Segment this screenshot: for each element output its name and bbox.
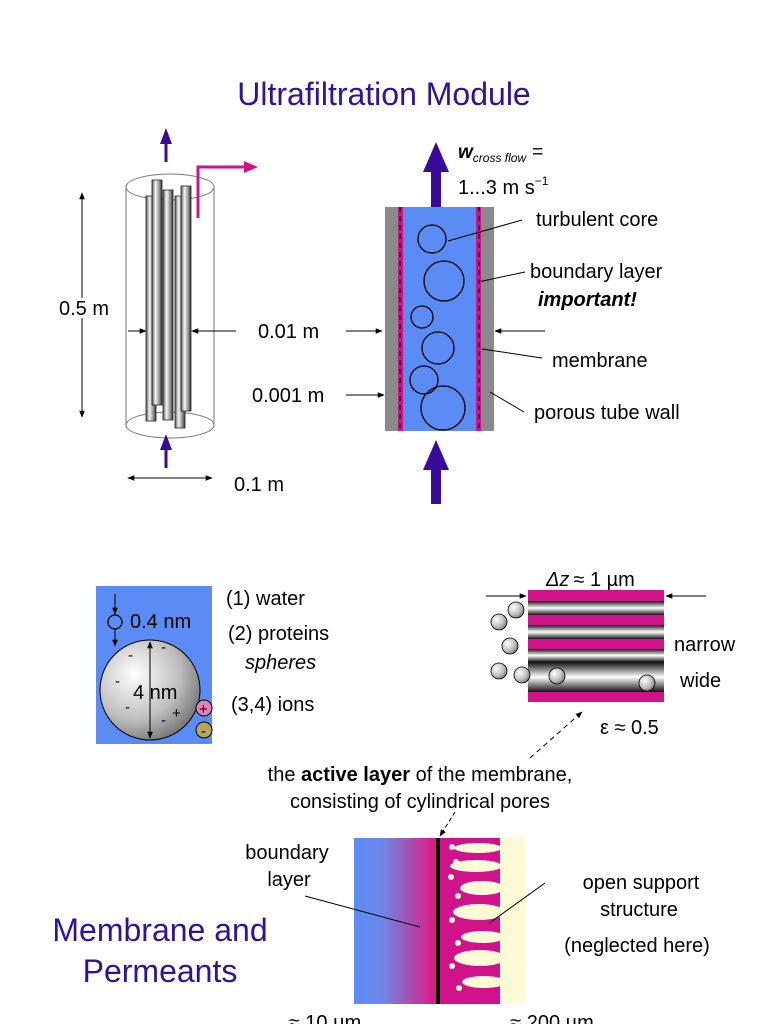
narrow-pore-label: narrow [674,634,736,656]
turbulent-eddies [409,224,466,431]
left-dimension-label: ≈ 10 µm [289,1012,362,1024]
svg-text:-: - [128,647,133,664]
porosity-label: ε ≈ 0.5 [600,717,659,739]
svg-text:-: - [125,699,130,716]
neglected-label: (neglected here) [564,935,710,957]
section-title-1: Membrane and [52,912,267,948]
hollow-fiber-tubes [145,179,192,429]
ion-positive [195,699,213,717]
support-label-2: structure [600,899,678,921]
boundary-layer-label: boundary layer [530,261,663,283]
boundary-label-1: boundary [245,842,328,864]
feed-inlet-arrow [160,434,172,468]
important-label: important! [538,289,637,311]
pore-structure [490,590,664,702]
tube-section [385,207,494,431]
permeant-spheres: spheres [245,652,316,674]
module-cylinder: 0.5 m 0.1 m [56,128,284,496]
page-title: Ultrafiltration Module [237,76,530,112]
velocity-label: wcross flow= [458,142,543,165]
active-layer-caption-2: consisting of cylindrical pores [290,791,550,813]
ion-negative [195,721,213,739]
small-size-label: 0.4 nm [130,611,191,633]
tube-inlet-arrow [423,440,449,504]
section-title-2: Permeants [83,953,238,989]
permeant-ions: (3,4) ions [231,694,314,716]
permeant-water: (1) water [226,588,305,610]
height-label: 0.5 m [59,298,109,320]
support-pores [448,843,506,991]
svg-text:-: - [161,639,166,656]
wide-pore-label: wide [679,670,721,692]
permeate-outlet-arrow [196,161,258,218]
tube-diameter-label: 0.01 m [258,321,319,343]
support-label-1: open support [583,872,700,894]
permeant-spheres-pores [490,601,656,692]
large-size-label: 4 nm [133,682,177,704]
sphere-charges: - - - - - + + - [115,639,208,740]
feed-outlet-arrow [160,128,172,162]
svg-text:+: + [172,705,181,722]
svg-text:-: - [115,673,120,690]
svg-text:-: - [201,723,206,740]
porous-wall-label: porous tube wall [534,402,680,424]
permeant-proteins: (2) proteins [228,623,329,645]
membrane-label: membrane [552,350,648,372]
membrane-section [354,838,525,1004]
detail-link-line [529,711,583,759]
right-dimension-label: ≈ 200 µm [510,1012,594,1024]
wall-thickness-label: 0.001 m [252,385,324,407]
velocity-value: 1...3 m s−1 [458,174,549,199]
dz-label: Δz≈ 1 µm [545,569,635,591]
turbulent-core-label: turbulent core [536,209,658,231]
boundary-label-2: layer [267,869,311,891]
svg-text:+: + [199,701,208,718]
active-layer-caption: the active layer of the membrane, [268,764,573,786]
width-label: 0.1 m [234,474,284,496]
tube-outlet-arrow [423,142,449,207]
svg-text:-: - [161,712,166,729]
permeants-box [96,586,213,744]
